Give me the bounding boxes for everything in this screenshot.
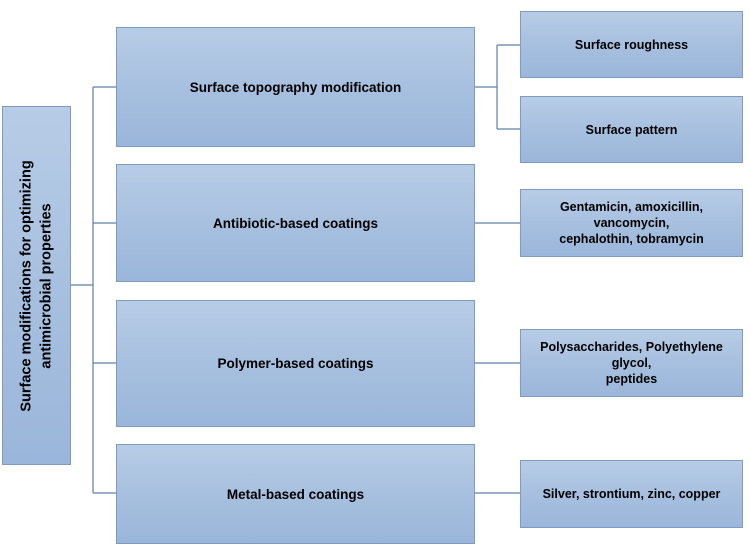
leaf-surface-pattern: Surface pattern [520,96,743,163]
leaf-antibiotics-list: Gentamicin, amoxicillin, vancomycin, cep… [520,189,743,257]
category-metal-coatings: Metal-based coatings [116,444,475,544]
root-node: Surface modifications for optimizing ant… [2,106,71,465]
leaf-label-line2: peptides [605,372,658,386]
category-surface-topography: Surface topography modification [116,27,475,147]
category-polymer-coatings: Polymer-based coatings [116,300,475,427]
category-label: Polymer-based coatings [217,356,374,371]
leaf-surface-roughness: Surface roughness [520,11,743,78]
leaf-label: Silver, strontium, zinc, copper [542,487,721,501]
category-label: Metal-based coatings [226,486,365,502]
root-label: Surface modifications for optimizing ant… [17,160,57,411]
leaf-label-line2: cephalothin, tobramycin [559,232,704,246]
leaf-label-line1: Polysaccharides, Polyethylene glycol, [540,340,723,370]
leaf-label: Gentamicin, amoxicillin, vancomycin, cep… [525,199,738,247]
leaf-label-line1: Gentamicin, amoxicillin, vancomycin, [559,200,704,230]
root-label-line1: Surface modifications for optimizing [18,159,35,412]
leaf-metals-list: Silver, strontium, zinc, copper [520,460,743,528]
leaf-label: Surface pattern [585,122,678,137]
leaf-label: Surface roughness [574,37,689,52]
root-label-line2: antimicrobial properties [38,202,55,369]
category-label: Surface topography modification [189,79,402,95]
leaf-label: Polysaccharides, Polyethylene glycol, pe… [525,339,738,387]
category-label: Antibiotic-based coatings [212,215,378,231]
category-antibiotic-coatings: Antibiotic-based coatings [116,164,475,282]
leaf-polymers-list: Polysaccharides, Polyethylene glycol, pe… [520,329,743,397]
